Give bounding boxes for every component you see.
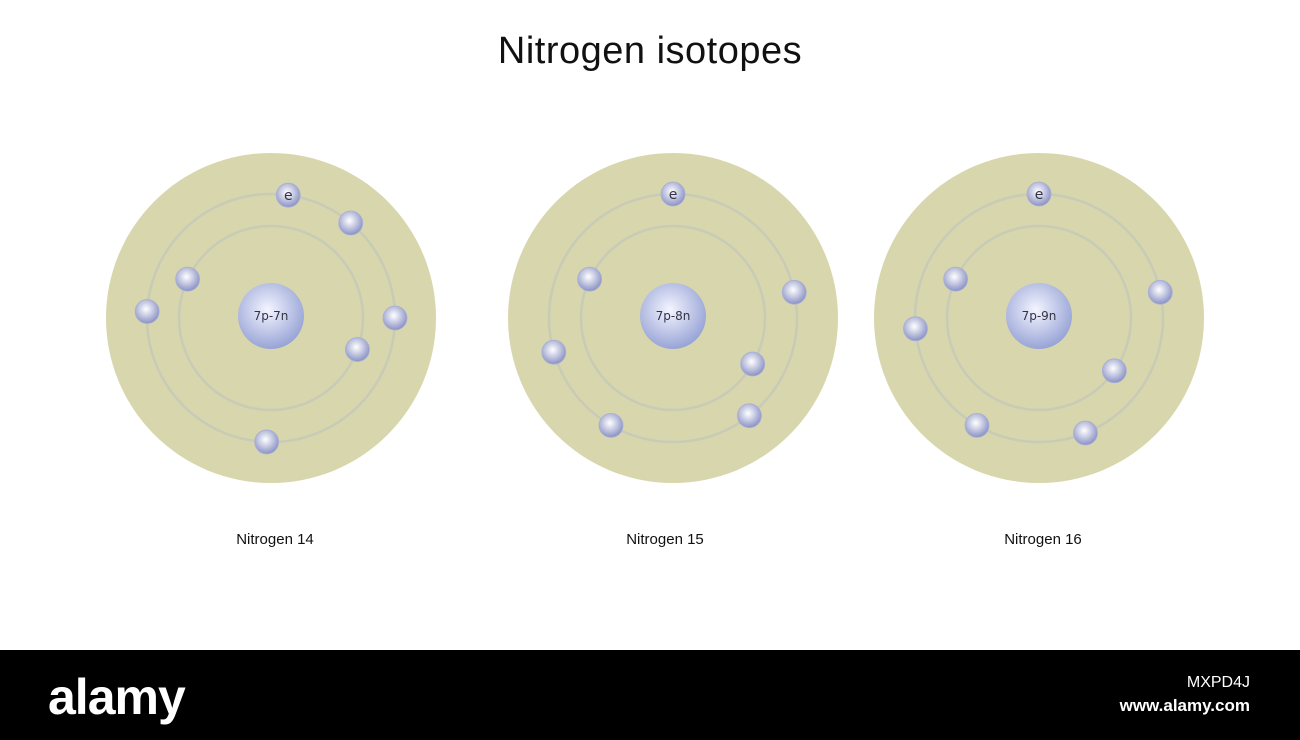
electron	[175, 266, 201, 292]
nucleus-label: 7p-7n	[254, 309, 289, 323]
atom-diagram: 7p-7n e 7p-8n e 7p-9n e	[106, 153, 1204, 483]
inner-orbit	[945, 224, 1133, 412]
atom-3: 7p-9n e	[874, 153, 1204, 483]
electron	[943, 266, 969, 292]
inner-orbit	[579, 224, 767, 412]
atom-2: 7p-8n e	[508, 153, 838, 483]
nucleus	[1006, 283, 1072, 349]
electron	[382, 305, 408, 331]
electron	[577, 266, 603, 292]
page-title: Nitrogen isotopes	[497, 30, 803, 72]
electron	[598, 412, 624, 438]
electron	[275, 182, 301, 208]
electron	[1073, 420, 1098, 446]
electron	[781, 279, 807, 305]
electron	[1101, 358, 1127, 384]
electron	[660, 181, 686, 207]
electron	[736, 403, 762, 429]
brand-logo: alamy	[48, 669, 186, 725]
electron	[1026, 181, 1052, 207]
electron	[541, 339, 567, 365]
image-id: MXPD4J	[1186, 674, 1250, 691]
nucleus	[640, 283, 706, 349]
atom-label: Nitrogen 14	[236, 531, 314, 548]
electron	[345, 337, 370, 362]
electron	[964, 412, 990, 438]
electron	[254, 429, 280, 455]
footer-bar: alamy MXPD4J www.alamy.com	[0, 650, 1300, 740]
electron	[338, 210, 364, 236]
electron-symbol: e	[1035, 187, 1044, 203]
nucleus	[238, 283, 304, 349]
site-url: www.alamy.com	[1119, 696, 1250, 715]
electron-symbol: e	[669, 187, 678, 203]
electron	[740, 351, 766, 377]
nucleus-label: 7p-9n	[1022, 309, 1057, 323]
electron	[1147, 279, 1173, 305]
atom-label: Nitrogen 16	[1004, 531, 1082, 548]
electron-symbol: e	[284, 188, 293, 204]
electron	[903, 316, 928, 342]
electron	[134, 299, 160, 324]
inner-orbit	[177, 224, 365, 412]
atom-1: 7p-7n e	[106, 153, 436, 483]
atom-label: Nitrogen 15	[626, 531, 704, 548]
nucleus-label: 7p-8n	[656, 309, 691, 323]
